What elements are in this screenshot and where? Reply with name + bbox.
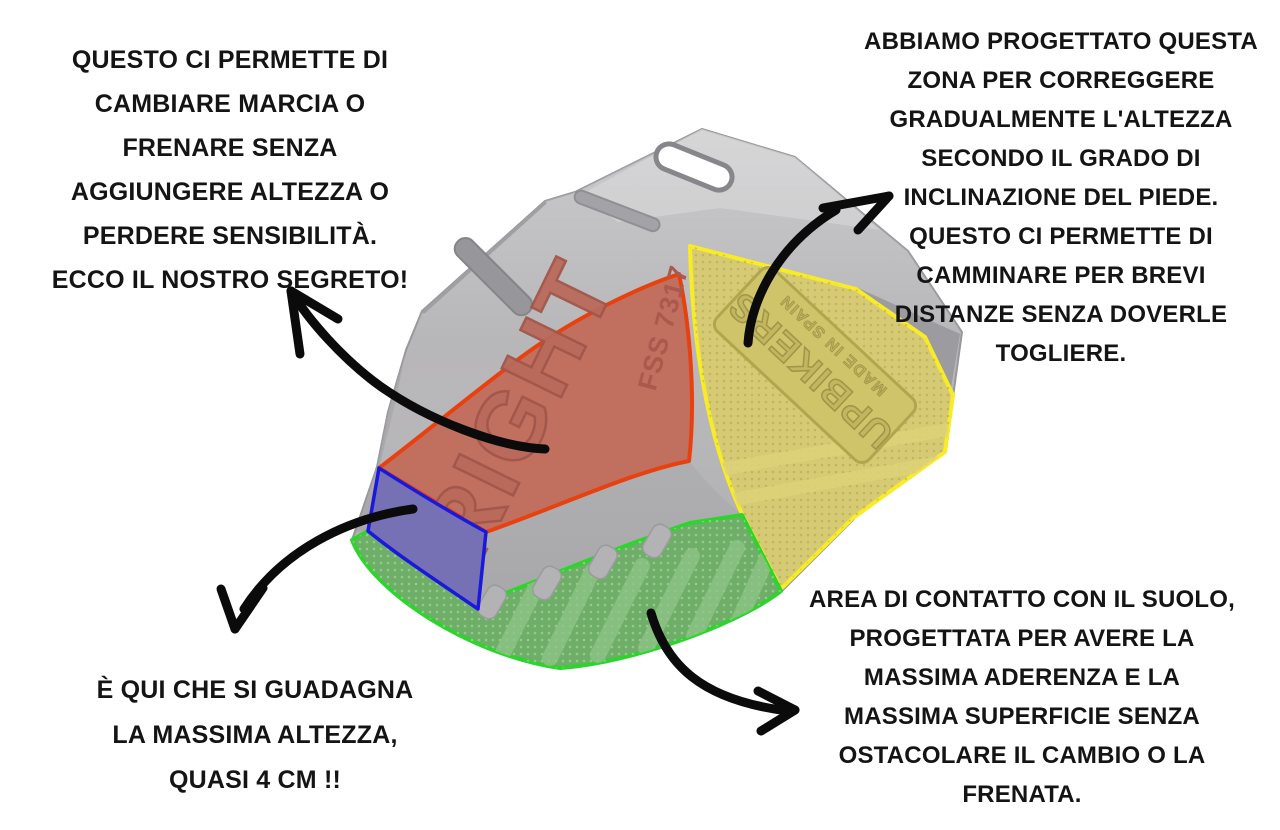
yellow-ridge (707, 456, 943, 510)
strap-slot-hole (653, 141, 735, 193)
yellow-ridge (699, 423, 953, 479)
blue-zone (366, 466, 488, 611)
angled-slot (453, 237, 533, 317)
annotation-bottom-right: AREA DI CONTATTO CON IL SUOLO, PROGETTAT… (809, 586, 1235, 808)
annotation-arrows (216, 191, 894, 736)
annotation-bottom-left: È QUI CHE SI GUADAGNA LA MASSIMA ALTEZZA… (96, 676, 414, 794)
arrow-green-to-bottomright (646, 608, 800, 736)
cleat-teeth (477, 523, 672, 620)
arrow-red-to-topleft (286, 286, 550, 454)
annotation-top-right: ABBIAMO PROGETTATO QUESTA ZONA PER CORRE… (864, 28, 1258, 367)
arrow-yellow-to-topright (743, 191, 894, 348)
groove-slot (573, 189, 661, 233)
arrow-blue-to-bottomleft (216, 504, 418, 634)
annotation-top-left: QUESTO CI PERMETTE DI CAMBIARE MARCIA O … (51, 46, 409, 294)
